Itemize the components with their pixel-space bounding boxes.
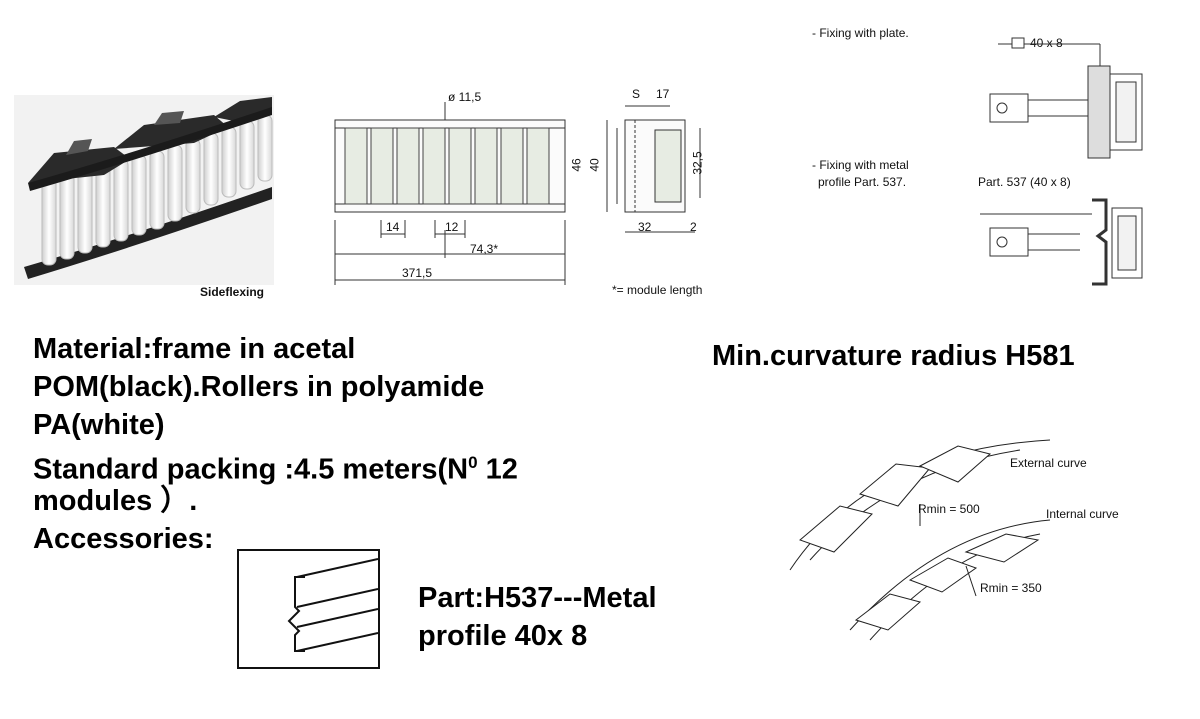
material-line-3: PA(white) <box>33 409 165 441</box>
material-line-2: POM(black).Rollers in polyamide <box>33 371 485 403</box>
fixing-plate-dim: 40 x 8 <box>1030 36 1063 50</box>
accessory-profile-box <box>237 549 380 669</box>
dim-32: 32 <box>638 220 652 234</box>
dim-14: 14 <box>386 220 400 234</box>
metal-profile-drawing <box>287 558 379 652</box>
internal-curve-label: Internal curve <box>1046 507 1119 521</box>
dimension-drawing <box>325 80 725 300</box>
dim-12: 12 <box>445 220 459 234</box>
dimension-drawing-svg <box>334 102 701 285</box>
dim-32-5: 32,5 <box>690 151 705 175</box>
fixing-profile-text-1: - Fixing with metal <box>812 158 909 172</box>
photo-caption: Sideflexing <box>200 285 265 299</box>
packing-suffix: 12 <box>477 453 518 486</box>
packing-prefix: Standard packing :4.5 meters(N <box>33 453 469 486</box>
dim-40: 40 <box>587 158 602 172</box>
module-length-note: *= module length <box>612 283 703 297</box>
curvature-title: Min.curvature radius H581 <box>712 340 1075 372</box>
fixing-drawings-svg <box>980 37 1143 286</box>
part-line-1: Part:H537---Metal <box>418 582 657 614</box>
fixing-profile-part: Part. 537 (40 x 8) <box>978 175 1071 189</box>
chain-photo <box>14 95 274 285</box>
material-line-4: Standard packing :4.5 meters(N0 12 <box>33 444 518 489</box>
curvature-diagram-svg <box>789 439 1051 641</box>
material-line-5: modules ）. <box>33 485 198 517</box>
material-line-1: Material:frame in acetal <box>33 333 356 365</box>
chain-photo-drawing <box>14 95 274 285</box>
dim-74-3: 74,3* <box>470 242 499 256</box>
dim-diameter: ø 11,5 <box>448 90 482 104</box>
fixing-plate-text: - Fixing with plate. <box>812 26 909 40</box>
fixing-drawings <box>980 30 1160 300</box>
part-line-2: profile 40x 8 <box>418 620 588 652</box>
dim-371-5: 371,5 <box>402 266 433 280</box>
fixing-profile-text-2: profile Part. 537. <box>818 175 907 189</box>
rmin-350-label: Rmin = 350 <box>980 581 1042 595</box>
external-curve-label: External curve <box>1010 456 1087 470</box>
curvature-diagram <box>780 430 1080 660</box>
dim-46: 46 <box>569 158 584 172</box>
packing-sup: 0 <box>468 453 478 472</box>
dim-17: 17 <box>656 87 670 101</box>
rmin-500-label: Rmin = 500 <box>918 502 980 516</box>
dim-2: 2 <box>690 220 697 234</box>
dim-s: S <box>632 87 641 101</box>
material-line-6: Accessories: <box>33 523 214 555</box>
